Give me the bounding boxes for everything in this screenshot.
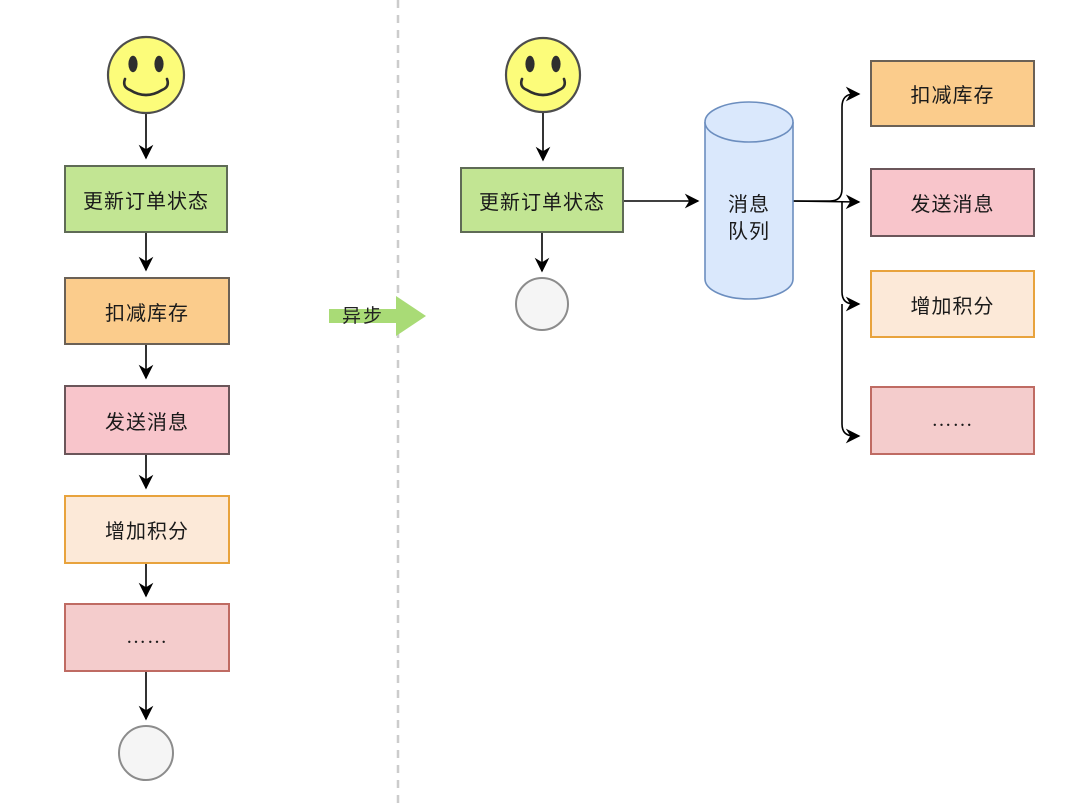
connector-queue-to-stock (790, 86, 861, 202)
branch-node-deduct-stock: 扣减库存 (870, 60, 1035, 127)
branch-node-send-message: 发送消息 (870, 168, 1035, 237)
right-flow-connectors (534, 86, 861, 444)
branch-node-more-steps: …… (870, 386, 1035, 455)
actor-smiley-icon (504, 36, 582, 114)
end-circle (118, 725, 174, 781)
branch-node-add-points: 增加积分 (870, 270, 1035, 338)
connector-queue-to-more (841, 304, 861, 444)
end-circle (515, 277, 569, 331)
flow-node-update-order-status-async: 更新订单状态 (460, 167, 624, 233)
connector-queue-to-points (841, 201, 861, 312)
async-transition-label: 异步 (341, 306, 384, 327)
message-queue-label-line1: 消息 (728, 194, 770, 216)
async-block-arrow (329, 296, 426, 336)
flow-node-send-message: 发送消息 (64, 385, 230, 455)
actor-smiley-icon (106, 35, 186, 115)
flow-node-add-points: 增加积分 (64, 495, 230, 564)
flow-node-update-order-status: 更新订单状态 (64, 165, 228, 233)
flow-node-more-steps: …… (64, 603, 230, 672)
message-queue-cylinder (704, 101, 794, 300)
message-queue-label: 消息 队列 (705, 192, 793, 246)
connector-queue-to-message (789, 194, 861, 210)
message-queue-label-line2: 队列 (728, 221, 770, 243)
flow-node-deduct-stock: 扣减库存 (64, 277, 230, 345)
